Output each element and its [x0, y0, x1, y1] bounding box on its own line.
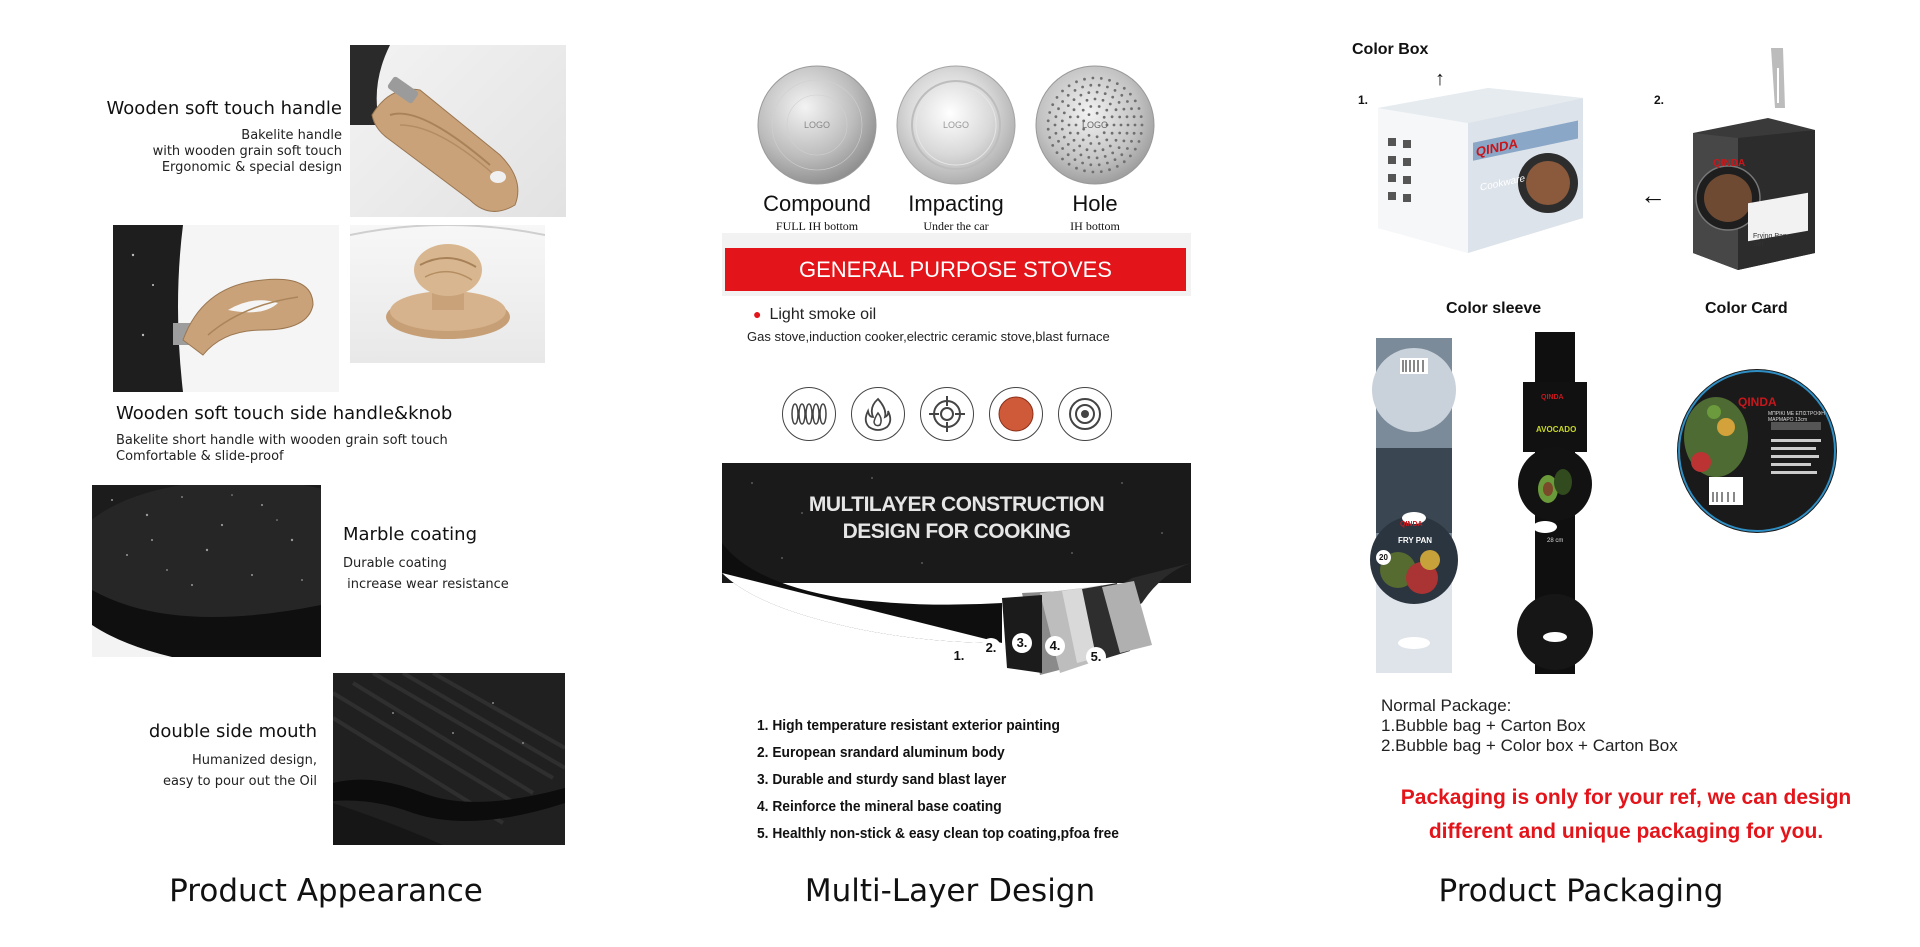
color-sleeve-label: Color sleeve: [1446, 300, 1542, 317]
handle-line: with wooden grain soft touch: [152, 144, 342, 159]
sleeve-black-brand: QINDA: [1541, 394, 1564, 401]
layer-number-2: 2.: [981, 638, 1001, 658]
normal-package-line: 1.Bubble bag + Carton Box: [1381, 716, 1586, 735]
feature-item: 2. European srandard aluminum body: [757, 744, 1005, 761]
layer-title-1: MULTILAYER CONSTRUCTION: [808, 493, 1105, 516]
banner-red-bar: GENERAL PURPOSE STOVES: [725, 248, 1186, 291]
sleeve-brand: QINDA: [1400, 521, 1423, 528]
marble-description: Durable coating increase wear resistance: [343, 553, 509, 595]
product-packaging-label: Product Packaging: [1438, 873, 1724, 909]
layer-number-3: 3.: [1012, 633, 1032, 653]
stove-types: Gas stove,induction cooker,electric cera…: [747, 329, 1110, 344]
card-greek-2: ΜΑΡΜΑΡΟ 13cm: [1768, 417, 1808, 423]
wooden-knob-photo: [350, 225, 545, 363]
marble-line: Durable coating: [343, 556, 447, 571]
pan-box-item: Frying Pan Set: [1753, 233, 1787, 248]
sleeve-gray-image: QINDA FRY PAN 20: [1370, 338, 1458, 673]
mouth-line: easy to pour out the Oil: [162, 774, 317, 789]
handle-line: Bakelite handle: [241, 128, 342, 143]
card-greek-1: ΜΠΡΙΚΙ ΜΕ ΕΠΙΣΤΡΟΦΗ: [1768, 411, 1825, 417]
bullet-text: Light smoke oil: [769, 306, 877, 323]
side-handle-title: Wooden soft touch side handle&knob: [116, 403, 453, 424]
grill-pan-photo: [333, 673, 565, 845]
layer-number-1: 1.: [949, 646, 969, 666]
up-arrow-icon: ↑: [1435, 68, 1445, 90]
layer-number-4: 4.: [1045, 636, 1065, 656]
light-smoke-bullet: ● Light smoke oil: [753, 306, 876, 324]
compound-bottom-disc: [757, 65, 877, 185]
sleeve-size-badge: 20: [1376, 550, 1391, 565]
color-box-label: Color Box: [1352, 41, 1429, 58]
hole-label: Hole: [1072, 191, 1118, 216]
disc-logo: LOGO: [942, 120, 970, 130]
impacting-label: Impacting: [908, 191, 1004, 216]
ceramic-plate-icon: [989, 387, 1043, 441]
marble-line: increase wear resistance: [343, 577, 509, 592]
handle-line: Ergonomic & special design: [161, 160, 342, 175]
marble-coating-photo: [92, 485, 321, 657]
pan-box-brand: QINDA: [1713, 158, 1746, 169]
sleeve-black-image: QINDA AVOCADO 28 cm: [1515, 332, 1595, 674]
sleeve-avocado: AVOCADO: [1536, 425, 1577, 434]
side-handle-line: Comfortable & slide-proof: [116, 449, 284, 464]
compound-sub: FULL IH bottom: [775, 219, 859, 233]
sleeve-fry-pan: FRY PAN: [1398, 536, 1433, 545]
disc-logo: LOGO: [1081, 120, 1109, 130]
product-appearance-label: Product Appearance: [169, 873, 483, 909]
packaging-note-line-1: Packaging is only for your ref, we can d…: [1400, 786, 1852, 809]
feature-item: 4. Reinforce the mineral base coating: [757, 798, 1002, 815]
handle-description: Bakelite handle with wooden grain soft t…: [153, 128, 342, 176]
general-purpose-banner: GENERAL PURPOSE STOVES: [722, 233, 1191, 296]
layer-number-5: 5.: [1086, 647, 1106, 667]
sleeve-cm: 28 cm: [1547, 538, 1564, 544]
disc-logo: LOGO: [803, 120, 831, 130]
mouth-line: Humanized design,: [192, 753, 317, 768]
side-handle-photo: [113, 225, 339, 392]
packaging-note-line-2: different and unique packaging for you.: [1428, 820, 1824, 843]
handle-title: Wooden soft touch handle: [106, 98, 342, 119]
impacting-bottom-disc: [896, 65, 1016, 185]
coil-stove-icon: [782, 387, 836, 441]
multilayer-construction-image: MULTILAYER CONSTRUCTION DESIGN FOR COOKI…: [722, 463, 1191, 703]
color-card-label: Color Card: [1705, 300, 1788, 317]
feature-item: 3. Durable and sturdy sand blast layer: [757, 771, 1007, 788]
compound-label: Compound: [763, 191, 871, 216]
frying-pan-box-image: QINDA Frying Pan Set: [1693, 48, 1815, 270]
hole-bottom-disc: [1035, 65, 1155, 185]
wooden-handle-photo: [350, 45, 566, 217]
card-brand: QINDA: [1738, 395, 1777, 409]
impacting-sub: Under the car: [923, 219, 989, 233]
side-handle-line: Bakelite short handle with wooden grain …: [116, 433, 448, 448]
package-number-2: 2.: [1654, 93, 1665, 107]
left-arrow-icon: ←: [1640, 180, 1666, 210]
multilayer-design-label: Multi-Layer Design: [804, 873, 1096, 909]
package-number-1: 1.: [1358, 93, 1369, 107]
mouth-description: Humanized design, easy to pour out the O…: [163, 750, 317, 792]
layer-title-2: DESIGN FOR COOKING: [842, 520, 1071, 543]
feature-item: 5. Healthly non-stick & easy clean top c…: [757, 825, 1119, 842]
normal-package-title: Normal Package:: [1381, 696, 1512, 715]
normal-package-line: 2.Bubble bag + Color box + Carton Box: [1381, 736, 1678, 755]
mouth-title: double side mouth: [148, 721, 317, 742]
color-box-image: QINDA Cookware: [1378, 78, 1583, 253]
feature-item: 1. High temperature resistant exterior p…: [757, 717, 1060, 734]
hole-sub: IH bottom: [1070, 219, 1120, 233]
side-handle-description: Bakelite short handle with wooden grain …: [116, 433, 448, 465]
marble-title: Marble coating: [343, 524, 478, 545]
bullet-dot: ●: [753, 306, 762, 322]
gas-burner-icon: [920, 387, 974, 441]
color-card-image: QINDA ΜΠΡΙΚΙ ΜΕ ΕΠΙΣΤΡΟΦΗ ΜΑΡΜΑΡΟ 13cm: [1676, 367, 1838, 534]
induction-icon: [1058, 387, 1112, 441]
gas-flame-icon: [851, 387, 905, 441]
